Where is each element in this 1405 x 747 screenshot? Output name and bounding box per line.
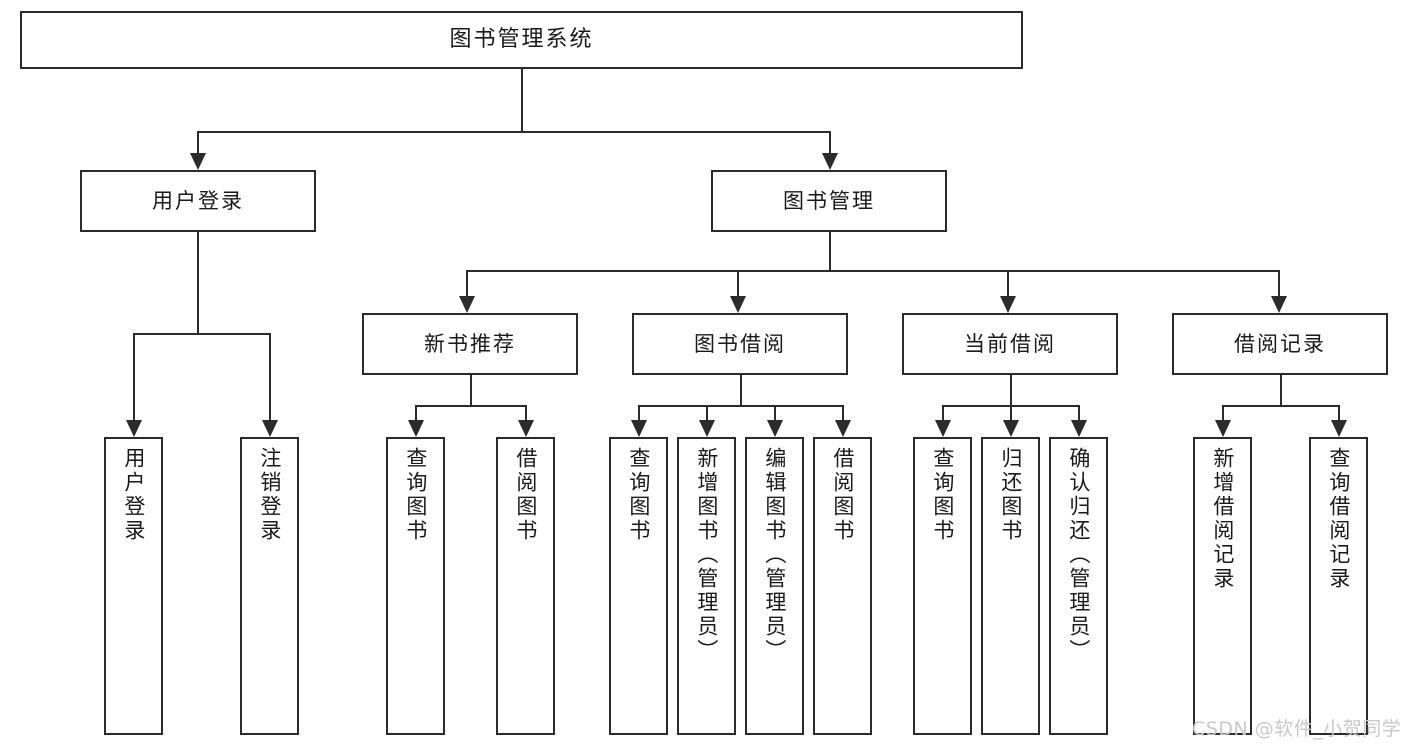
connector-book-borrow-bus (638, 405, 842, 407)
connector-new-book-bus (415, 405, 525, 407)
connector-root-bus (197, 131, 829, 133)
connector-root-stem (521, 69, 523, 131)
node-root-system[interactable]: 图书管理系统 (20, 11, 1023, 69)
arrow-book-borrow-child-3 (767, 420, 783, 437)
leaf-book-borrow-borrow[interactable]: 借阅图书 (813, 437, 872, 735)
node-label: 图书管理 (783, 188, 875, 213)
connector-user-login-bus (133, 333, 269, 335)
arrow-book-manage-child-3 (1000, 296, 1016, 313)
leaf-book-borrow-add[interactable]: 新增图书（管理员） (677, 437, 736, 735)
connector-book-manage-child-1 (466, 270, 468, 296)
leaf-user-login-login[interactable]: 用户登录 (104, 437, 163, 735)
node-label: 借阅图书 (830, 447, 855, 543)
connector-root-to-book-manage (829, 131, 831, 153)
connector-book-borrow-child-4 (842, 405, 844, 420)
connector-new-book-child-1 (415, 405, 417, 420)
connector-current-borrow-child-1 (942, 405, 944, 420)
connector-borrow-record-child-2 (1338, 405, 1340, 420)
node-label: 借阅记录 (1234, 331, 1326, 356)
leaf-new-book-borrow[interactable]: 借阅图书 (496, 437, 555, 735)
node-book-borrow[interactable]: 图书借阅 (632, 313, 848, 375)
node-label: 归还图书 (998, 447, 1023, 543)
arrow-book-manage-child-2 (730, 296, 746, 313)
node-label: 图书借阅 (694, 331, 786, 356)
connector-book-borrow-child-2 (706, 405, 708, 420)
node-label: 当前借阅 (964, 331, 1056, 356)
connector-book-manage-bus (466, 270, 1280, 272)
connector-new-book-child-2 (525, 405, 527, 420)
arrow-book-borrow-child-1 (631, 420, 647, 437)
connector-current-borrow-stem (1010, 375, 1012, 405)
leaf-borrow-record-add[interactable]: 新增借阅记录 (1193, 437, 1252, 735)
connector-book-manage-child-4 (1278, 270, 1280, 296)
connector-current-borrow-child-2 (1010, 405, 1012, 420)
arrow-to-book-manage (822, 153, 838, 170)
leaf-current-borrow-return[interactable]: 归还图书 (981, 437, 1040, 735)
connector-book-manage-stem (829, 232, 831, 270)
arrow-current-borrow-child-2 (1003, 420, 1019, 437)
arrow-borrow-record-child-2 (1331, 420, 1347, 437)
leaf-new-book-query[interactable]: 查询图书 (386, 437, 445, 735)
node-book-management[interactable]: 图书管理 (711, 170, 947, 232)
connector-user-login-child-1 (133, 333, 135, 420)
arrow-book-borrow-child-4 (835, 420, 851, 437)
node-label: 新增借阅记录 (1210, 447, 1235, 591)
node-label: 借阅图书 (513, 447, 538, 543)
node-borrow-record[interactable]: 借阅记录 (1172, 313, 1388, 375)
connector-borrow-record-bus (1222, 405, 1338, 407)
node-label: 新书推荐 (424, 331, 516, 356)
node-label: 确认归还（管理员） (1066, 447, 1091, 663)
node-label: 新增图书（管理员） (694, 447, 719, 663)
connector-book-manage-child-2 (737, 270, 739, 296)
node-label: 查询图书 (403, 447, 428, 543)
leaf-book-borrow-edit[interactable]: 编辑图书（管理员） (745, 437, 804, 735)
arrow-new-book-child-2 (518, 420, 534, 437)
node-label: 用户登录 (121, 447, 146, 543)
node-user-login[interactable]: 用户登录 (80, 170, 316, 232)
arrow-to-user-login (190, 153, 206, 170)
node-new-book-recommend[interactable]: 新书推荐 (362, 313, 578, 375)
leaf-borrow-record-query[interactable]: 查询借阅记录 (1309, 437, 1368, 735)
node-label: 用户登录 (152, 188, 244, 213)
connector-book-manage-child-3 (1007, 270, 1009, 296)
connector-current-borrow-child-3 (1078, 405, 1080, 420)
arrow-borrow-record-child-1 (1215, 420, 1231, 437)
connector-book-borrow-child-3 (774, 405, 776, 420)
connector-new-book-stem (470, 375, 472, 405)
node-current-borrow[interactable]: 当前借阅 (902, 313, 1118, 375)
arrow-book-manage-child-4 (1271, 296, 1287, 313)
node-label: 查询借阅记录 (1326, 447, 1351, 591)
node-label: 查询图书 (930, 447, 955, 543)
arrow-book-borrow-child-2 (699, 420, 715, 437)
connector-borrow-record-stem (1280, 375, 1282, 405)
leaf-user-login-logout[interactable]: 注销登录 (240, 437, 299, 735)
connector-borrow-record-child-1 (1222, 405, 1224, 420)
node-label: 图书管理系统 (449, 27, 594, 53)
node-label: 编辑图书（管理员） (762, 447, 787, 663)
connector-user-login-stem (197, 232, 199, 333)
arrow-current-borrow-child-1 (935, 420, 951, 437)
node-label: 查询图书 (626, 447, 651, 543)
connector-root-to-user-login (197, 131, 199, 153)
arrow-new-book-child-1 (408, 420, 424, 437)
connector-book-borrow-child-1 (638, 405, 640, 420)
leaf-book-borrow-query[interactable]: 查询图书 (609, 437, 668, 735)
arrow-book-manage-child-1 (459, 296, 475, 313)
arrow-user-login-child-1 (126, 420, 142, 437)
connector-user-login-child-2 (269, 333, 271, 420)
node-label: 注销登录 (257, 447, 282, 543)
arrow-user-login-child-2 (262, 420, 278, 437)
csdn-watermark: CSDN @软件_小贺同学 (1192, 718, 1402, 740)
leaf-current-borrow-confirm-return[interactable]: 确认归还（管理员） (1049, 437, 1108, 735)
arrow-current-borrow-child-3 (1071, 420, 1087, 437)
leaf-current-borrow-query[interactable]: 查询图书 (913, 437, 972, 735)
connector-book-borrow-stem (740, 375, 742, 405)
